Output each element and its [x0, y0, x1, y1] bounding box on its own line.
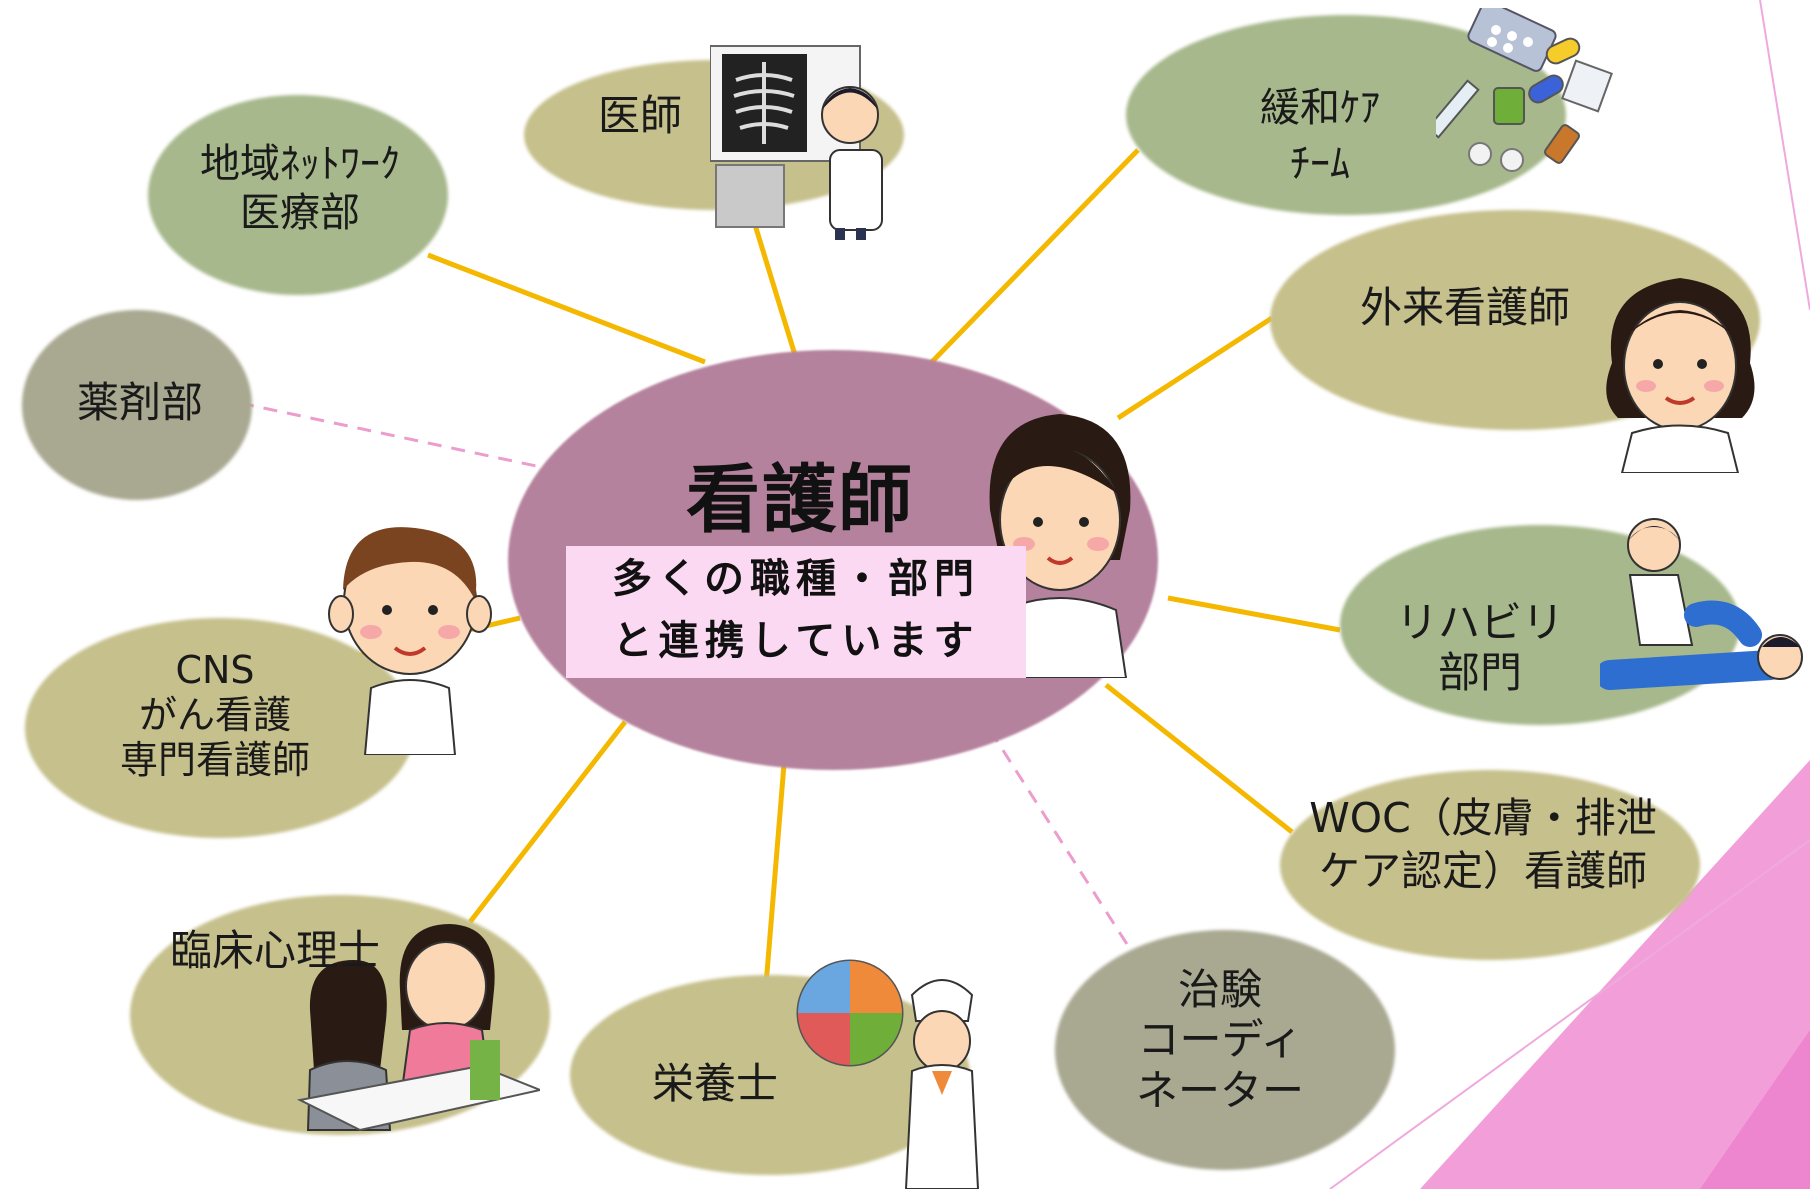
- counseling-icon: [296, 924, 540, 1132]
- label-line: CNS: [175, 648, 255, 692]
- accent-line: [1329, 839, 1810, 1189]
- label-line: 栄養士: [651, 1059, 778, 1108]
- label-line: 専門看護師: [119, 737, 310, 782]
- connector-nutrition: [763, 751, 788, 986]
- rehab-therapist-icon: [1600, 518, 1803, 690]
- label-line: コーディ: [1137, 1015, 1303, 1065]
- label-palliative: 緩和ｹｱ ﾁｰﾑ: [1230, 80, 1410, 192]
- connector-woc: [1104, 683, 1294, 834]
- connector-trial: [988, 729, 1134, 953]
- connector-rehab: [1167, 595, 1341, 633]
- connector-doctor: [749, 214, 798, 356]
- node-cns: [25, 618, 415, 838]
- node-pharmacy: [22, 310, 252, 500]
- center-subtitle-line: 多くの職種・部門: [612, 556, 980, 602]
- label-line: 医療部: [240, 189, 360, 236]
- nurse-icon: [989, 414, 1131, 678]
- label-line: ケア認定）看護師: [1319, 847, 1647, 896]
- label-line: がん看護: [138, 692, 291, 737]
- label-line: リハビリ: [1395, 598, 1564, 647]
- label-line: 緩和ｹｱ: [1260, 85, 1380, 131]
- center-title: 看護師: [686, 457, 914, 543]
- connector-outpatient: [1116, 315, 1274, 421]
- connector-psych: [468, 720, 627, 924]
- label-regional: 地域ﾈｯﾄﾜｰｸ 医療部: [175, 140, 425, 238]
- cns-nurse-icon: [328, 527, 492, 755]
- label-line: 臨床心理士: [169, 926, 380, 975]
- doctor-xray-icon: [710, 45, 883, 240]
- label-nutrition: 栄養士: [630, 1058, 800, 1109]
- label-psych: 臨床心理士: [145, 925, 405, 976]
- label-line: 外来看護師: [1359, 283, 1570, 332]
- label-rehab: リハビリ 部門: [1370, 598, 1590, 699]
- label-doctor: 医師: [590, 90, 690, 141]
- node-trial: [1055, 930, 1395, 1170]
- accent-shape-large: [1420, 760, 1810, 1189]
- label-pharmacy: 薬剤部: [55, 377, 225, 428]
- label-line: 部門: [1437, 648, 1522, 698]
- accent-line: [1759, 0, 1810, 311]
- node-nutrition: [570, 975, 970, 1175]
- connector-palliative: [924, 148, 1140, 370]
- label-cns: CNS がん看護 専門看護師: [95, 648, 335, 782]
- center-subtitle-line: と連携しています: [612, 618, 980, 664]
- connector-pharmacy: [239, 401, 556, 472]
- node-regional: [148, 95, 448, 295]
- label-line: ﾁｰﾑ: [1290, 141, 1350, 187]
- center-subtitle-box: 多くの職種・部門 と連携しています: [566, 546, 1026, 678]
- node-woc: [1280, 770, 1700, 960]
- label-line: 薬剤部: [76, 378, 203, 427]
- connector-regional: [427, 252, 706, 365]
- label-line: WOC（皮膚・排泄: [1309, 794, 1657, 842]
- label-woc: WOC（皮膚・排泄 ケア認定）看護師: [1278, 792, 1688, 899]
- accent-shape-small: [1700, 1030, 1810, 1189]
- dietitian-icon: [796, 959, 980, 1189]
- label-line: ネーター: [1135, 1065, 1304, 1115]
- medicine-icon: [1436, 8, 1613, 172]
- label-line: 治験: [1177, 965, 1262, 1014]
- label-line: 地域ﾈｯﾄﾜｰｸ: [200, 141, 400, 187]
- label-trial: 治験 コーディ ネーター: [1110, 965, 1330, 1116]
- outpatient-nurse-icon: [1606, 278, 1755, 473]
- label-line: 医師: [597, 91, 682, 140]
- label-outpatient: 外来看護師: [1330, 282, 1600, 333]
